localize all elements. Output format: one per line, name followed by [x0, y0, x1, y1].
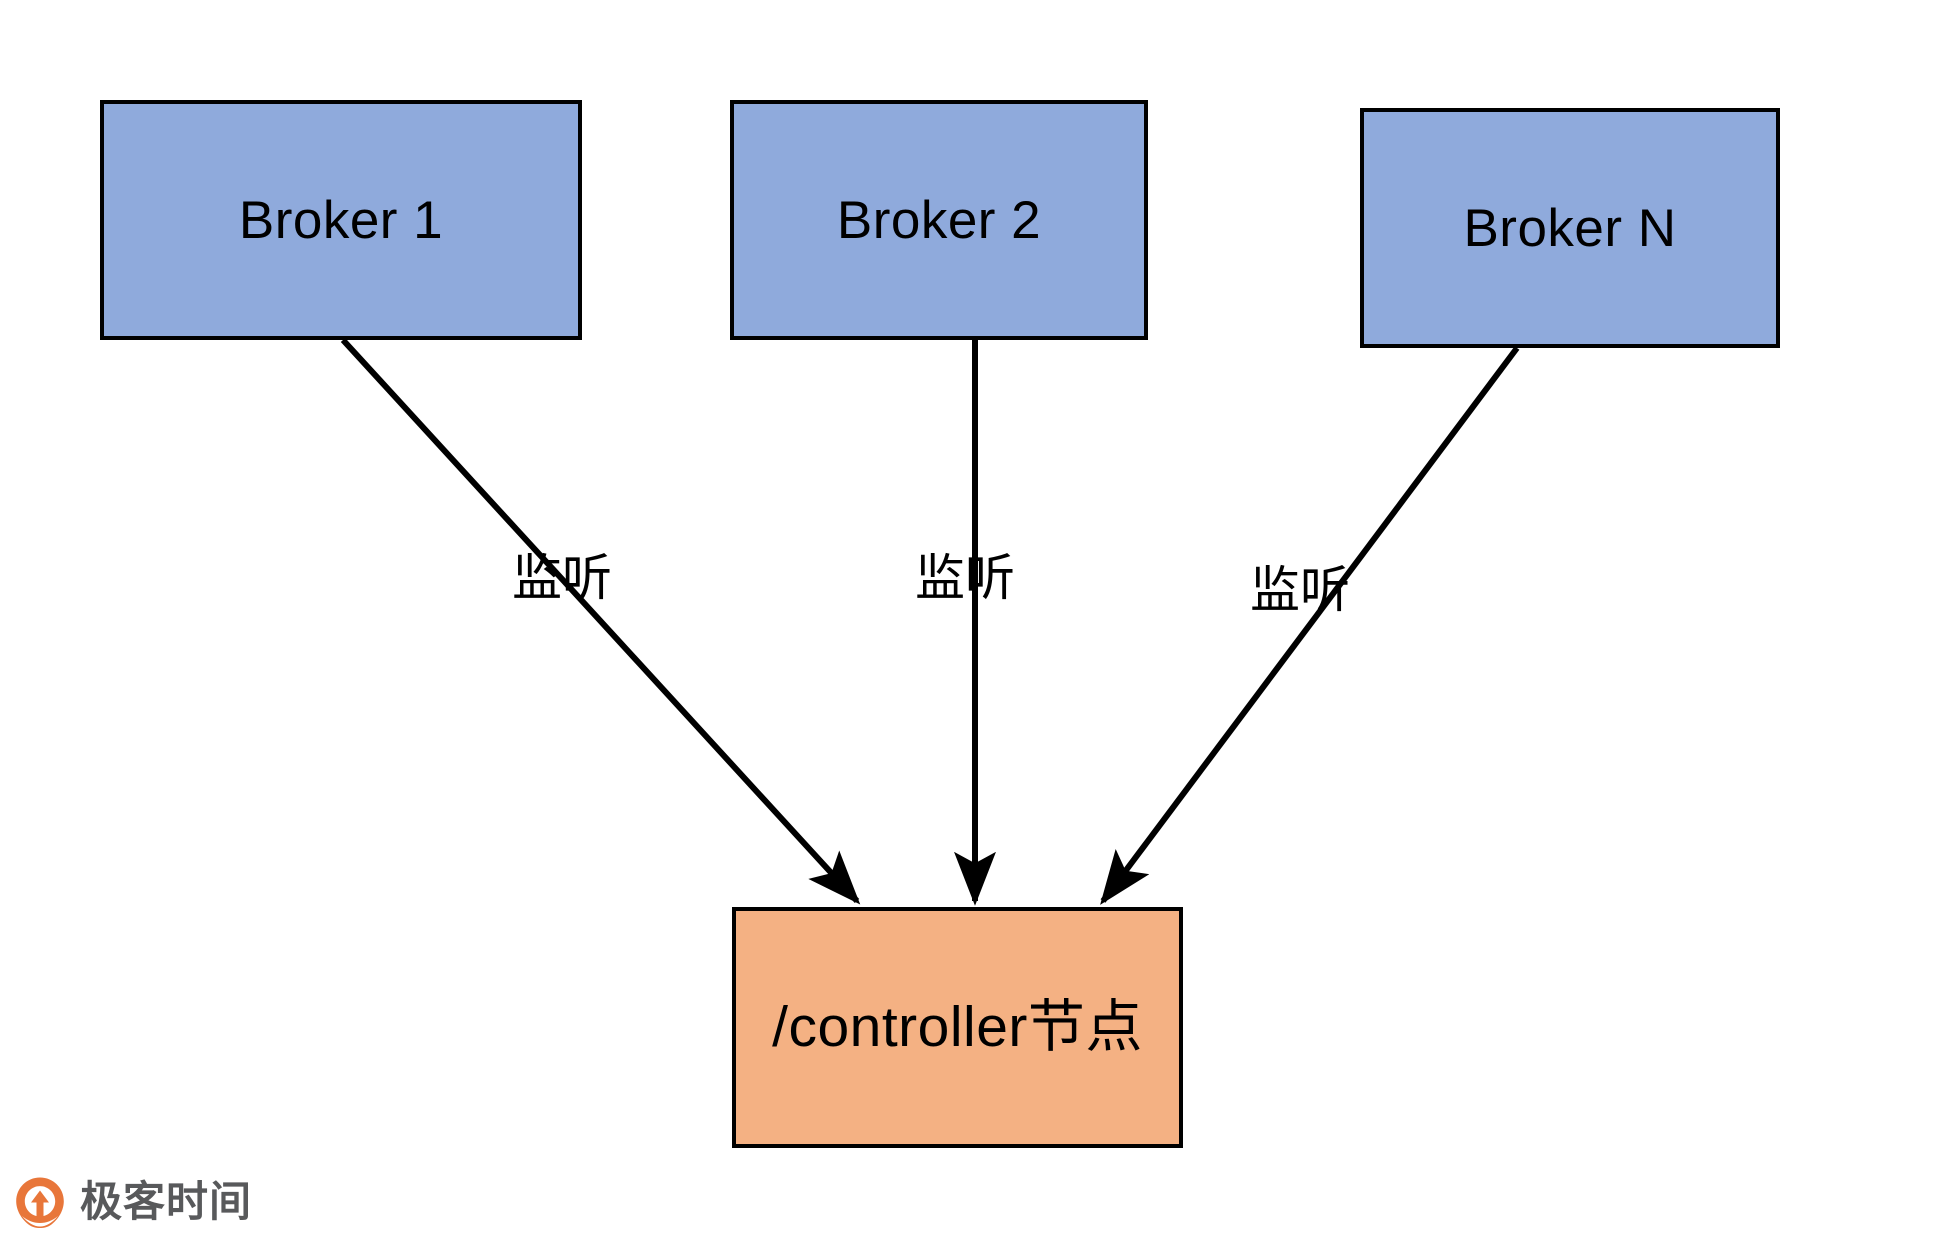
edge-label-broker-2: 监听 [915, 550, 1015, 606]
node-broker-1[interactable]: Broker 1 [100, 100, 582, 340]
node-label-broker-1: Broker 1 [238, 190, 444, 250]
edge-broker-n-to-controller [1100, 346, 1520, 905]
geektime-logo-icon [16, 1177, 64, 1228]
edge-broker-1-to-controller [340, 337, 861, 905]
node-label-controller: /controller节点 [772, 995, 1143, 1059]
brand-logo: 极客时间 [14, 1176, 252, 1228]
brand-name: 极客时间 [80, 1178, 253, 1225]
node-label-broker-n: Broker N [1463, 198, 1677, 258]
node-label-broker-2: Broker 2 [836, 190, 1042, 250]
edge-label-broker-n: 监听 [1250, 562, 1350, 618]
edge-label-broker-1: 监听 [512, 550, 612, 606]
node-controller[interactable]: /controller节点 [732, 907, 1183, 1148]
node-broker-n[interactable]: Broker N [1360, 108, 1780, 348]
node-broker-2[interactable]: Broker 2 [730, 100, 1148, 340]
